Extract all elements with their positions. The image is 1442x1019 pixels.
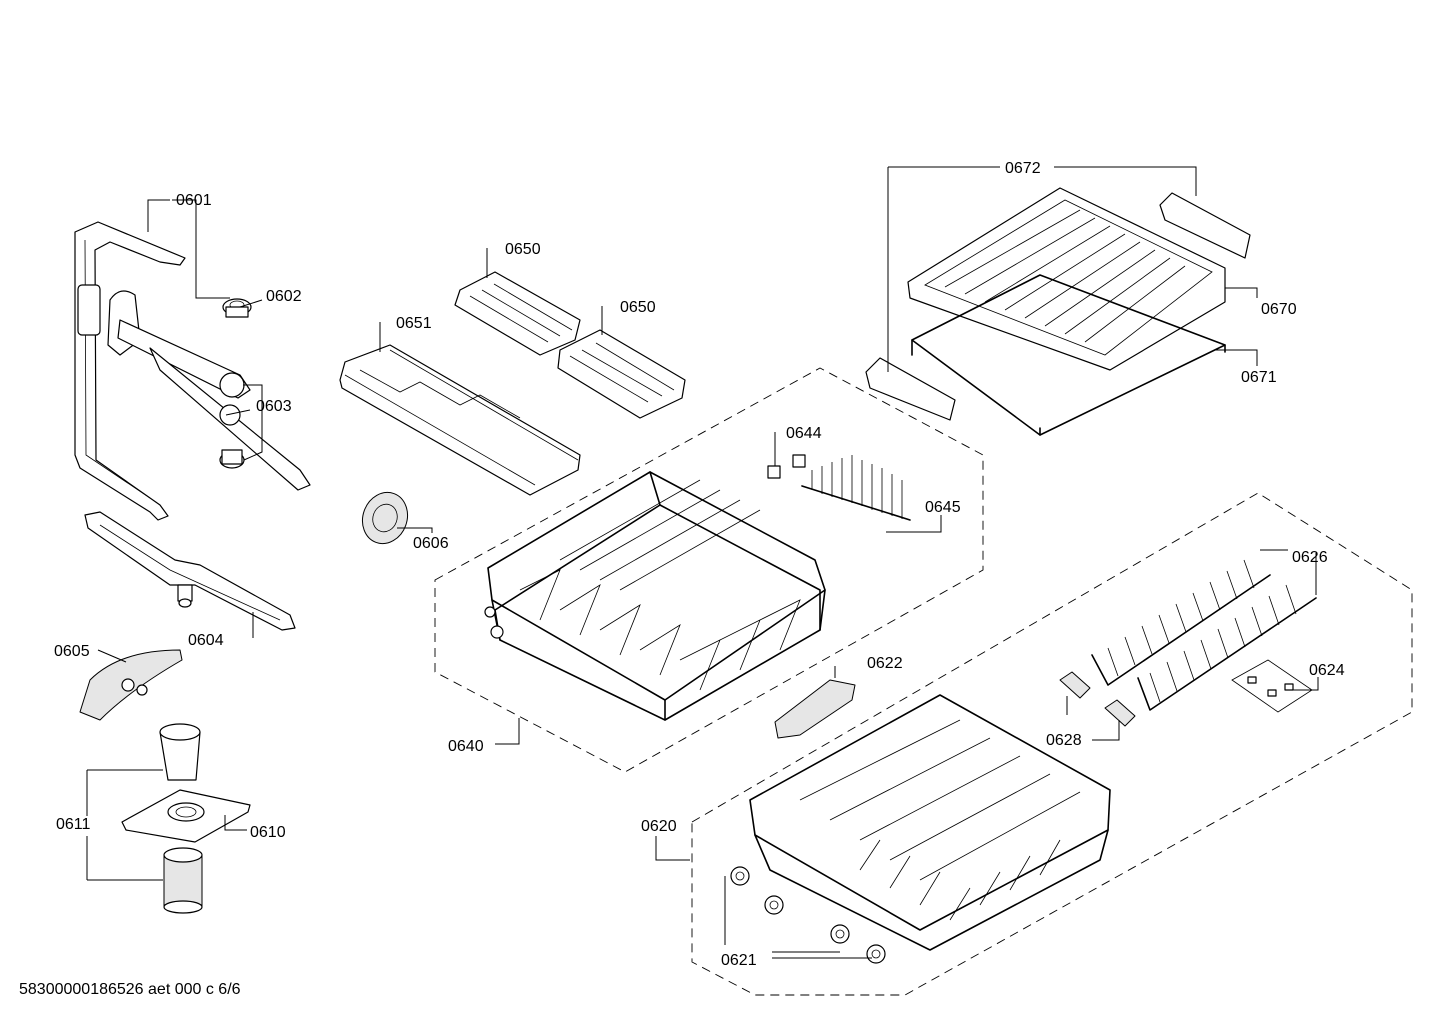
lower-basket-group-outline: [691, 492, 1413, 996]
tine-row-0650-top: [454, 271, 581, 356]
wheel-0621-d: [866, 944, 886, 964]
wheel-0621-c: [830, 924, 850, 944]
sieve-assembly: [121, 723, 251, 843]
callout-0620: 0620: [641, 818, 677, 835]
upper-basket: [484, 471, 826, 721]
callout-0605: 0605: [54, 643, 90, 660]
wheel-0621-b: [764, 895, 784, 915]
callout-0670: 0670: [1261, 301, 1297, 318]
nut-fitting-0602: [222, 298, 252, 318]
drawer-rail-left: [865, 357, 956, 421]
cover-plate-0605: [79, 649, 183, 721]
callout-0651: 0651: [396, 315, 432, 332]
handle-0622: [774, 679, 856, 739]
callout-0624: 0624: [1309, 662, 1345, 679]
hinge-0628-a: [1059, 671, 1091, 699]
hinge-0628-b: [1104, 699, 1136, 727]
cutlery-drawer-0670: [907, 187, 1226, 371]
wheel-0621-a: [730, 866, 750, 886]
spray-arm-supply-pipe: [74, 221, 186, 521]
document-code: 58300000186526 aet 000 c 6/6: [19, 981, 241, 998]
upper-basket-group-outline: [434, 367, 984, 773]
clip-0644: [767, 454, 806, 479]
callout-0671: 0671: [1241, 369, 1277, 386]
clip-set-0624: [1231, 659, 1313, 713]
tine-row-0626-a: [1091, 559, 1271, 686]
callout-0644: 0644: [786, 425, 822, 442]
callout-0604: 0604: [188, 632, 224, 649]
micro-filter-cylinder: [163, 847, 203, 914]
drawer-rail-right: [1159, 192, 1251, 259]
callout-0610: 0610: [250, 824, 286, 841]
rack-insert-0645: [801, 455, 911, 521]
callout-0606: 0606: [413, 535, 449, 552]
callout-0621: 0621: [721, 952, 757, 969]
lower-basket: [749, 694, 1111, 951]
leader-lines: [86, 166, 1319, 959]
upper-spray-arm: [107, 290, 311, 491]
callout-0645: 0645: [925, 499, 961, 516]
tine-row-0650-middle: [557, 329, 686, 419]
drawer-frame-0671: [911, 274, 1226, 436]
callout-0602: 0602: [266, 288, 302, 305]
cutlery-shelf-0651: [339, 344, 581, 496]
callout-0626: 0626: [1292, 549, 1328, 566]
callout-0603: 0603: [256, 398, 292, 415]
callout-0622: 0622: [867, 655, 903, 672]
callout-0601: 0601: [176, 192, 212, 209]
callout-0650-middle: 0650: [620, 299, 656, 316]
tine-row-0626-b: [1137, 584, 1317, 711]
callout-0650-top: 0650: [505, 241, 541, 258]
callout-0672: 0672: [1005, 160, 1041, 177]
disc-part-0606: [361, 491, 409, 545]
lower-spray-arm: [84, 511, 296, 631]
callout-0611: 0611: [56, 816, 91, 833]
callout-0640: 0640: [448, 738, 484, 755]
callout-0628: 0628: [1046, 732, 1082, 749]
